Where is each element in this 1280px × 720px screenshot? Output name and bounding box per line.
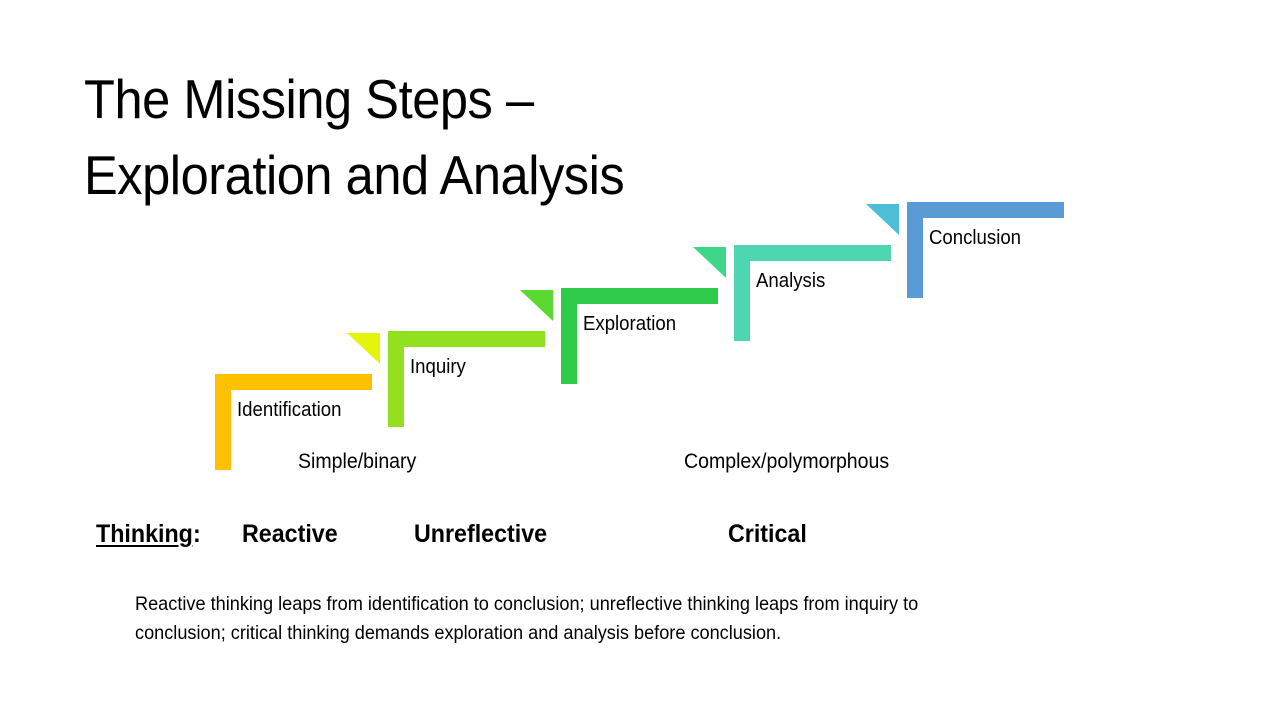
step-arrow-icon	[347, 333, 380, 364]
scale-label-complex: Complex/polymorphous	[684, 450, 890, 473]
thinking-mode-critical: Critical	[728, 520, 807, 548]
step-label: Analysis	[756, 270, 826, 292]
thinking-mode-reactive: Reactive	[242, 520, 338, 548]
step-bar	[907, 202, 1064, 218]
staircase-diagram: Identification Inquiry Exploration Analysis…	[215, 202, 1064, 470]
step-leg	[215, 374, 231, 470]
scale-label-simple: Simple/binary	[298, 450, 417, 473]
page-title: The Missing Steps – Exploration and Anal…	[84, 68, 625, 206]
step-label: Exploration	[583, 313, 677, 335]
step-bar	[215, 374, 372, 390]
step-label: Inquiry	[410, 356, 466, 378]
thinking-mode-unreflective: Unreflective	[414, 520, 548, 548]
step-leg	[561, 288, 577, 384]
step-leg	[907, 202, 923, 298]
step-label: Conclusion	[929, 227, 1022, 249]
step-arrow-icon	[866, 204, 899, 235]
step-arrow-icon	[520, 290, 553, 321]
step-bar	[561, 288, 718, 304]
step-label: Identification	[237, 399, 342, 421]
step-leg	[388, 331, 404, 427]
step-bar	[734, 245, 891, 261]
step-arrow-icon	[693, 247, 726, 278]
step-leg	[734, 245, 750, 341]
thinking-colon: :	[192, 520, 201, 548]
caption-text: Reactive thinking leaps from identificat…	[135, 593, 919, 645]
thinking-heading: Thinking	[96, 520, 193, 548]
step-bar	[388, 331, 545, 347]
